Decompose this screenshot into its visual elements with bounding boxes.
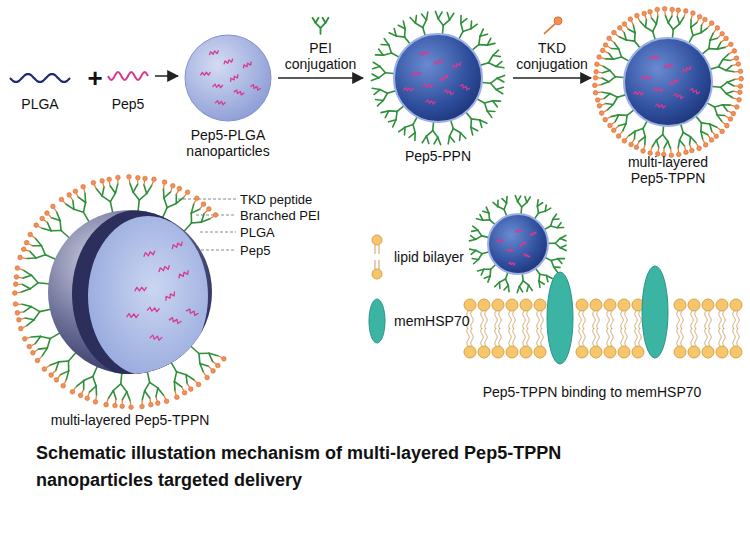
branched-pei: [371, 11, 504, 144]
legend-label: memHSP70: [394, 313, 469, 329]
tkd-icon: [544, 17, 562, 34]
pei-icon: [313, 18, 329, 34]
callout-label: TKD peptide: [240, 193, 312, 206]
branched-pei: [593, 7, 744, 158]
process-arrow: [513, 77, 591, 79]
node-label: Pep5: [103, 96, 153, 112]
figure-label: Pep5-TPPN binding to memHSP70: [483, 384, 702, 400]
edge-label: TKD conjugation: [509, 40, 595, 72]
lipid-bilayer: [464, 299, 742, 358]
node-label: Pep5-PPN: [383, 148, 493, 164]
plus-sign: +: [87, 65, 102, 91]
edge-label: TKD conjugation: [516, 40, 588, 72]
callout-label: PLGA: [240, 225, 275, 240]
memhsp70-protein: [547, 266, 668, 364]
nanoparticle: Pep5-PLGA nanoparticles: [178, 33, 278, 159]
legend-item: lipid bilayer: [366, 234, 464, 280]
callout-label: Pep5: [240, 243, 270, 258]
plus-sign: +: [87, 63, 102, 93]
process-arrow: [278, 77, 363, 79]
nanoparticle: Pep5-PPN: [368, 8, 508, 164]
peptide-strand: Pep5: [103, 66, 153, 112]
callout-label: TKD peptide: [240, 192, 312, 207]
edge-label: PEI conjugation: [278, 40, 364, 72]
caption: Schematic illustation mechanism of multi…: [36, 440, 636, 494]
node-label: multi-layered Pep5-TPPN: [12, 412, 248, 428]
legend-icon: [366, 296, 388, 346]
callout-label: PLGA: [240, 226, 275, 239]
process-arrow: [155, 75, 178, 77]
polymer-strand: PLGA: [8, 68, 72, 112]
node-label: PLGA: [10, 96, 70, 112]
nanoparticle-shape: [183, 33, 273, 123]
legend-icon: [366, 234, 388, 280]
nanoparticle-shape: [368, 8, 508, 148]
node-label: Pep5-PLGA nanoparticles: [178, 127, 278, 159]
legend-label: lipid bilayer: [394, 249, 464, 265]
bound-nanoparticle: [470, 195, 567, 292]
cutaway-nanoparticle-shape: [12, 174, 248, 410]
legend-item: memHSP70: [366, 296, 469, 346]
polymer-strand-shape: [8, 68, 72, 88]
branched-pei: [470, 195, 567, 292]
legend-swatch: [369, 299, 385, 343]
cutaway-nanoparticle: multi-layered Pep5-TPPN: [12, 174, 248, 428]
callout-label: Pep5: [240, 244, 270, 257]
callout-label: Branched PEI: [240, 209, 320, 222]
branched-pei: [13, 175, 227, 410]
figure-label: Pep5-TPPN binding to memHSP70: [483, 385, 702, 399]
nanoparticle-shape: [596, 10, 740, 154]
edge-label: PEI conjugation: [285, 40, 357, 72]
nanoparticle: multi-layered Pep5-TPPN: [596, 10, 740, 186]
node-label: multi-layered Pep5-TPPN: [613, 154, 723, 186]
callout-label: Branched PEI: [240, 208, 320, 223]
peptide-strand-shape: [106, 66, 150, 86]
